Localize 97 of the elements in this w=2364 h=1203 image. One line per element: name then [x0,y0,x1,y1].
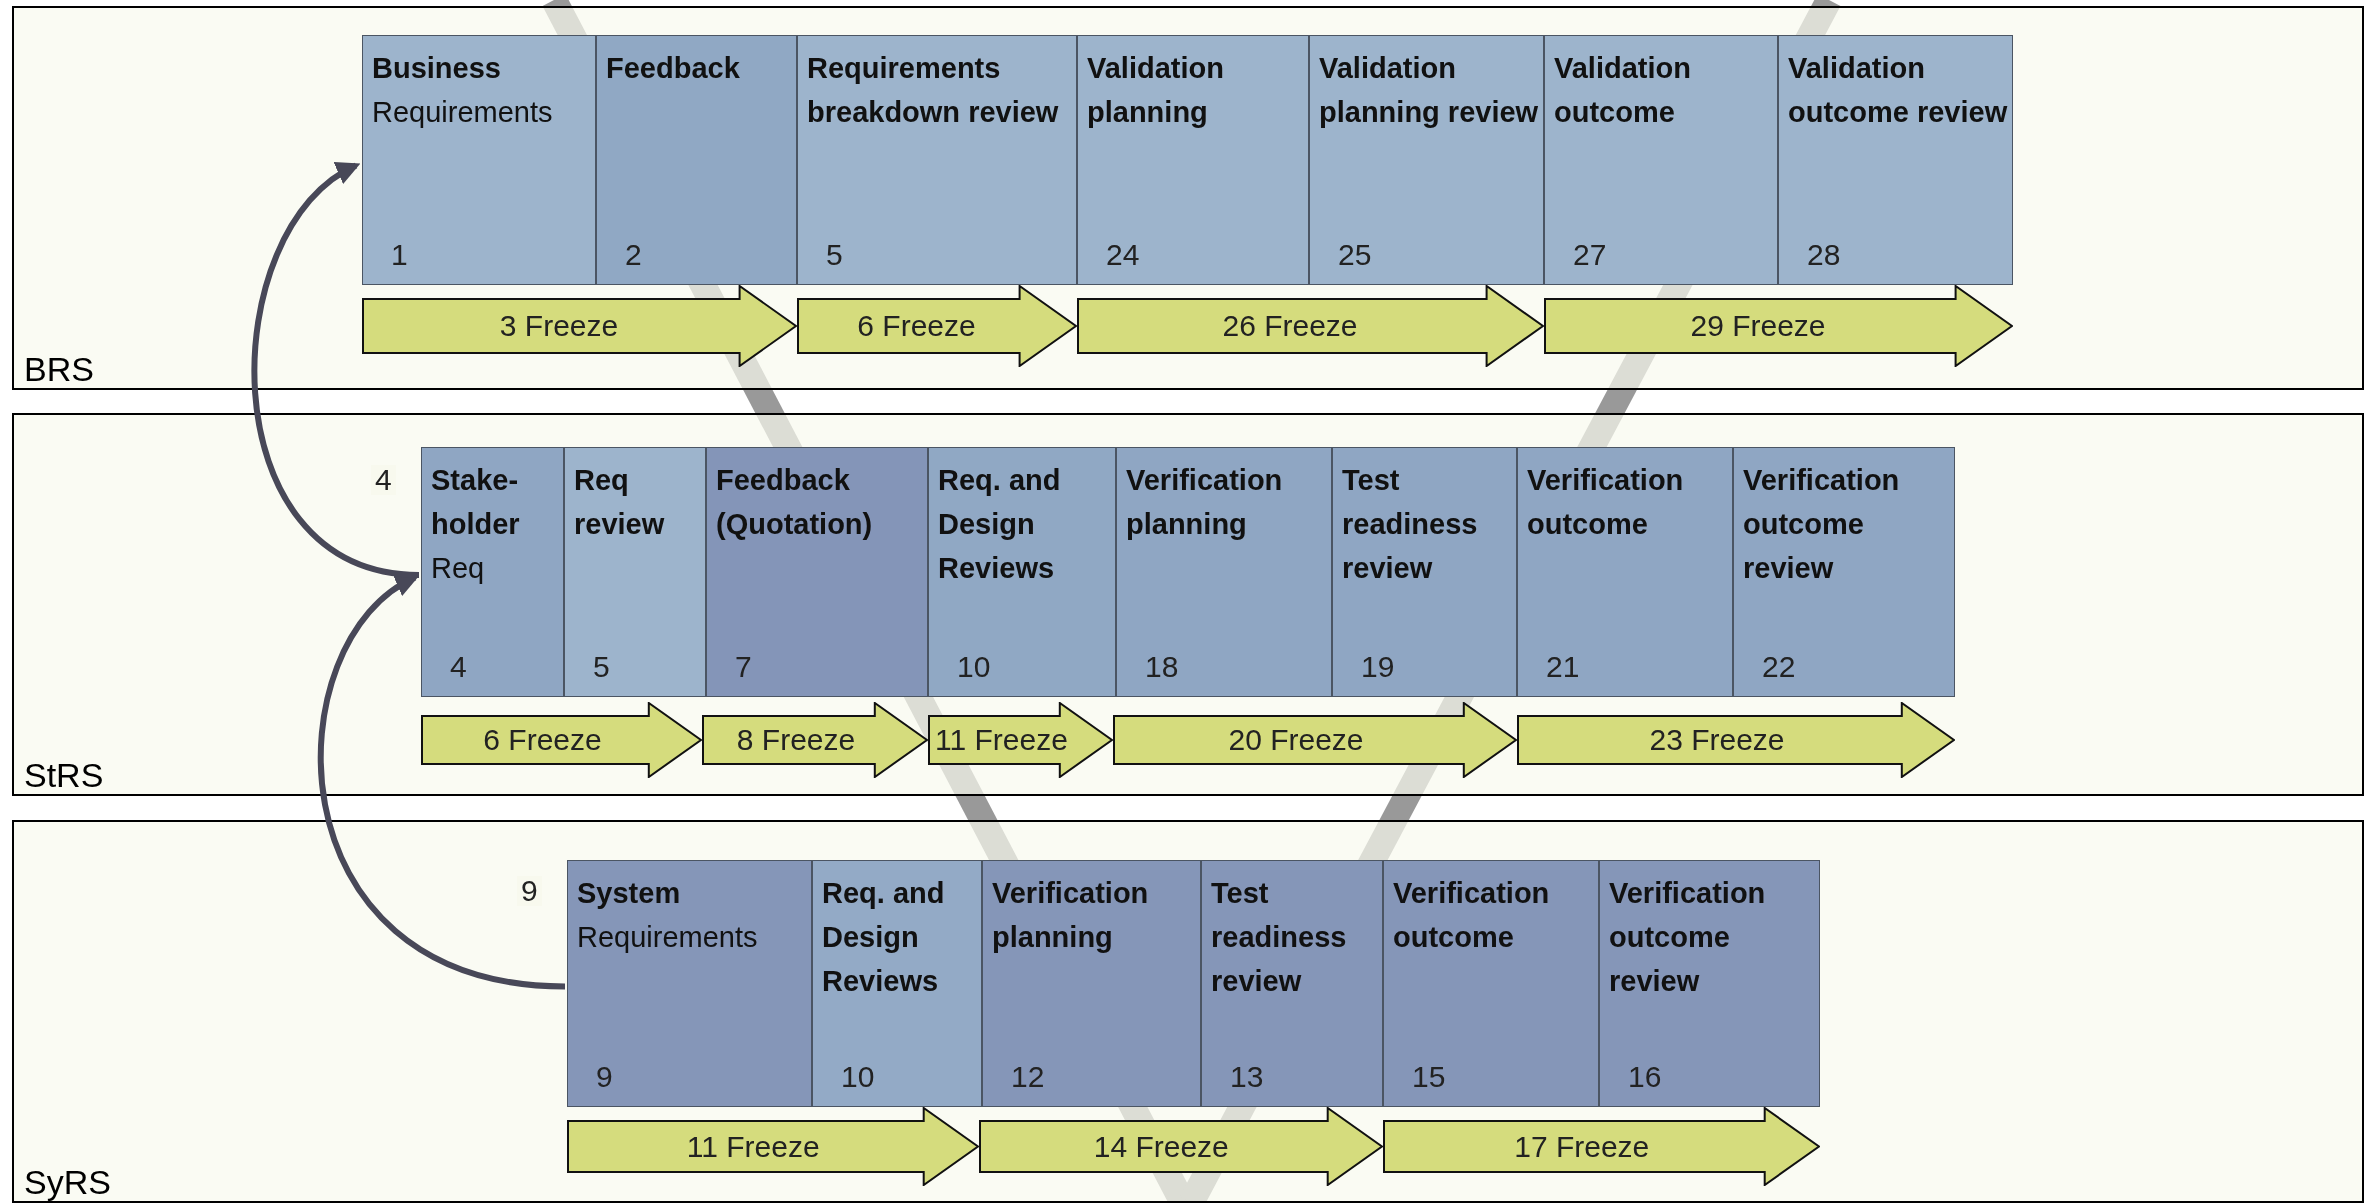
step-number: 18 [1145,652,1179,682]
activity-box [421,447,564,697]
freeze-banner [979,1107,1383,1186]
freeze-banner [1544,285,2013,367]
edge-label: 4 [371,465,396,495]
freeze-label: 20 Freeze [1227,725,1365,755]
activity-box [797,35,1077,285]
activity-title: Test readiness review [1342,463,1479,586]
step-number: 25 [1338,240,1372,270]
freeze-banner [1383,1107,1820,1186]
activity-box [596,35,797,285]
freeze-banner [421,702,702,778]
step-number: 24 [1106,240,1140,270]
step-number: 15 [1412,1062,1446,1092]
lane-label: BRS [24,352,94,386]
freeze-label: 17 Freeze [1513,1131,1651,1162]
activity-title: Verification outcome review [1609,876,1767,999]
activity-title: Validation outcome review [1788,51,2008,130]
step-number: 19 [1361,652,1395,682]
step-number: 21 [1546,652,1580,682]
activity-title: Req. and Design Reviews [822,876,946,999]
activity-box [1599,860,1820,1107]
activity-box [1077,35,1309,285]
curved-arrow [252,162,420,578]
step-number: 5 [593,652,610,682]
step-number: 4 [450,652,467,682]
activity-box [812,860,982,1107]
freeze-banner [1077,285,1544,367]
step-number: 12 [1011,1062,1045,1092]
activity-box [1332,447,1517,697]
step-number: 22 [1762,652,1796,682]
step-number: 27 [1573,240,1607,270]
activity-title: Validation planning [1087,51,1225,130]
activity-title: Verification planning [992,876,1150,955]
activity-box [706,447,928,697]
activity-box [928,447,1116,697]
freeze-label: 26 Freeze [1221,311,1359,341]
freeze-banner [928,702,1113,778]
freeze-label: 6 Freeze [856,311,977,341]
activity-title: Feedback [606,51,741,86]
activity-title: Req. and Design Reviews [938,463,1062,586]
freeze-banner [1113,702,1517,778]
activity-box [1201,860,1383,1107]
activity-box [362,35,596,285]
swimlane-band [12,820,2364,1203]
activity-title: Verification outcome [1527,463,1685,542]
step-number: 1 [391,240,408,270]
freeze-label: 6 Freeze [482,725,603,755]
freeze-banner [567,1107,979,1186]
freeze-label: 3 Freeze [498,311,620,341]
activity-title: Verification planning [1126,463,1284,542]
activity-box [1309,35,1544,285]
activity-title: Feedback (Quotation) [716,463,874,542]
freeze-banner [797,285,1077,367]
activity-box [1383,860,1599,1107]
activity-title: Requirements breakdown review [807,51,1060,130]
freeze-banner [702,702,928,778]
activity-title: System Requirements [577,876,759,955]
freeze-label: 29 Freeze [1689,311,1827,341]
step-number: 28 [1807,240,1841,270]
lane-label: SyRS [24,1165,111,1199]
edge-label: 9 [517,876,542,907]
activity-box [982,860,1201,1107]
freeze-label: 11 Freeze [685,1131,821,1162]
activity-box [1517,447,1733,697]
swimlane-band [12,413,2364,796]
freeze-banner [1517,702,1955,778]
step-number: 7 [735,652,752,682]
freeze-label: 14 Freeze [1092,1131,1230,1162]
step-number: 10 [841,1062,875,1092]
activity-title: Verification outcome review [1743,463,1901,586]
freeze-banner [362,285,797,367]
activity-title: Stake-holder Req [431,463,521,586]
activity-box [1778,35,2013,285]
activity-title: Req review [574,463,666,542]
swimlane-band [12,6,2364,390]
freeze-label: 8 Freeze [735,725,857,755]
freeze-label: 11 Freeze [934,725,1069,755]
activity-title: Business Requirements [372,51,554,130]
activity-title: Validation outcome [1554,51,1692,130]
activity-box [564,447,706,697]
step-number: 13 [1230,1062,1264,1092]
step-number: 5 [826,240,843,270]
step-number: 2 [625,240,642,270]
activity-title: Test readiness review [1211,876,1348,999]
step-number: 9 [596,1062,613,1092]
freeze-label: 23 Freeze [1648,725,1786,755]
step-number: 16 [1628,1062,1662,1092]
activity-box [1733,447,1955,697]
activity-title: Validation planning review [1319,51,1539,130]
activity-box [1116,447,1332,697]
step-number: 10 [957,652,991,682]
activity-title: Verification outcome [1393,876,1551,955]
lane-label: StRS [24,758,104,792]
activity-box [1544,35,1778,285]
curved-arrow [317,574,566,990]
activity-box [567,860,812,1107]
